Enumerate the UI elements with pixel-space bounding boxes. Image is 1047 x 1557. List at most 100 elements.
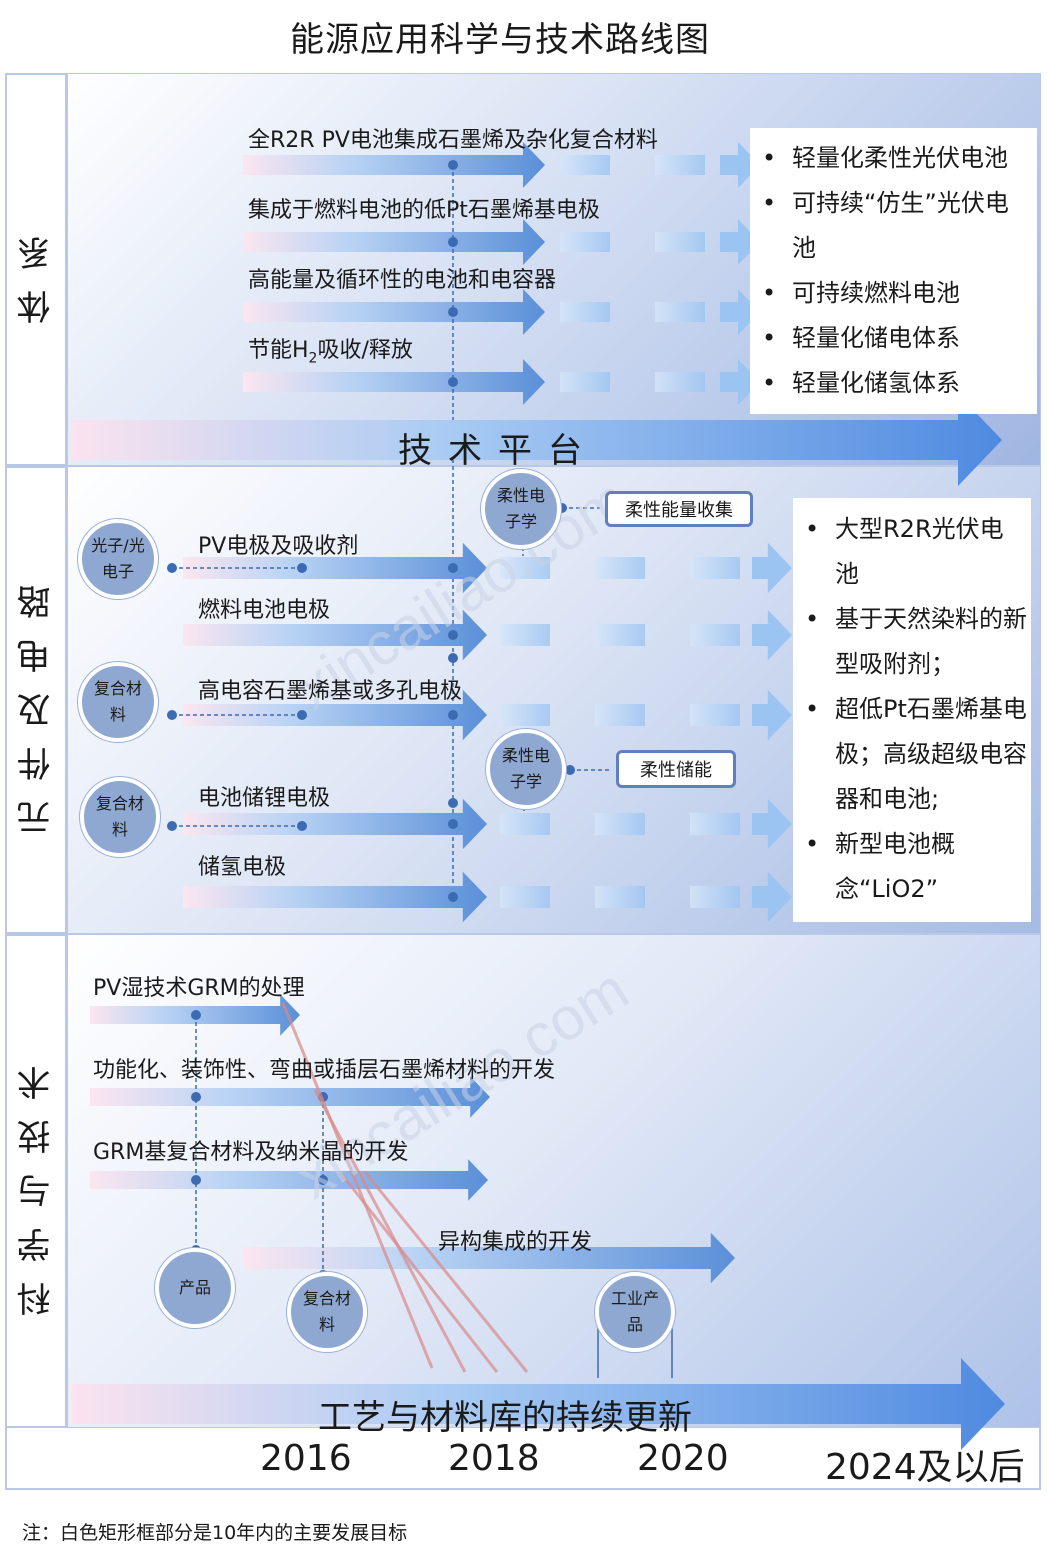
component-goals-list: 大型R2R光伏电池 基于天然染料的新型吸附剂； 超低Pt石墨烯基电极；高级超级电… xyxy=(793,507,1031,912)
circle-product: 产品 xyxy=(155,1248,235,1328)
system-row-dash xyxy=(560,302,610,322)
system-row-dash xyxy=(655,232,705,252)
system-row-dash-head xyxy=(720,142,760,188)
component-goals-box: 大型R2R光伏电池 基于天然染料的新型吸附剂； 超低Pt石墨烯基电极；高级超级电… xyxy=(793,498,1031,922)
circle-photon: 光子/光电子 xyxy=(78,519,158,599)
science-row-arrow xyxy=(90,1159,488,1201)
system-row-4-subscript: 2 xyxy=(308,350,318,367)
footnote: 注：白色矩形框部分是10年内的主要发展目标 xyxy=(22,1522,408,1544)
section-components: 元件及电路 xyxy=(5,466,67,934)
timeline-dot xyxy=(448,819,458,829)
component-row-arrow xyxy=(183,689,487,741)
component-row-1: PV电极及吸收剂 xyxy=(198,534,359,559)
circle-science-composite-label: 复合材料 xyxy=(303,1289,352,1334)
component-row-3: 高电容石墨烯基或多孔电极 xyxy=(198,679,463,704)
timeline-dot xyxy=(448,653,458,663)
timeline-dot xyxy=(448,563,458,573)
system-row-arrow xyxy=(243,359,545,405)
circle-photon-label: 光子/光电子 xyxy=(91,536,145,581)
component-row-5: 储氢电极 xyxy=(198,855,287,880)
system-row-dash-head xyxy=(720,359,760,405)
component-row-4: 电池储锂电极 xyxy=(198,786,331,811)
timeline-dot xyxy=(448,892,458,902)
circle-composite-2: 复合材料 xyxy=(80,777,160,857)
system-row-dash xyxy=(655,155,705,175)
component-row-dash xyxy=(595,886,645,908)
system-row-4-suffix: 吸收/释放 xyxy=(317,338,413,363)
circle-composite-2-label: 复合材料 xyxy=(96,794,145,839)
component-row-dash xyxy=(500,704,550,726)
year-2018: 2018 xyxy=(448,1438,540,1479)
system-row-dash xyxy=(655,302,705,322)
component-row-dash-head xyxy=(752,798,792,850)
process-label: 工艺与材料库的持续更新 xyxy=(318,1398,692,1438)
heterogeneous-arrow xyxy=(243,1232,735,1284)
circle-flex-electronics-2: 柔性电子学 xyxy=(486,729,566,809)
box-flex-energy-harvest-label: 柔性能量收集 xyxy=(625,500,733,521)
system-row-2: 集成于燃料电池的低Pt石墨烯基电极 xyxy=(248,198,600,223)
system-row-dash-head xyxy=(720,289,760,335)
system-goals-list: 轻量化柔性光伏电池 可持续“仿生”光伏电池 可持续燃料电池 轻量化储电体系 轻量… xyxy=(750,136,1037,406)
science-row-1: PV湿技术GRM的处理 xyxy=(93,976,305,1001)
component-goal-item: 超低Pt石墨烯基电极；高级超级电容器和电池; xyxy=(793,687,1027,822)
circle-composite-1: 复合材料 xyxy=(78,662,158,742)
component-row-dash xyxy=(595,704,645,726)
timeline-dot xyxy=(448,710,458,720)
component-row-arrow xyxy=(183,542,487,594)
component-goal-item: 基于天然染料的新型吸附剂； xyxy=(793,597,1027,687)
science-row-3: GRM基复合材料及纳米晶的开发 xyxy=(93,1140,409,1165)
section-science: 科学与技术 xyxy=(5,934,67,1428)
component-row-dash xyxy=(595,557,645,579)
page-title: 能源应用科学与技术路线图 xyxy=(290,20,710,60)
circle-industrial-product-label: 工业产品 xyxy=(611,1289,660,1334)
system-goal-item: 轻量化柔性光伏电池 xyxy=(750,136,1031,181)
component-row-dash xyxy=(500,557,550,579)
platform-arrow xyxy=(72,394,1002,486)
connector-dot xyxy=(167,710,177,720)
component-row-dash xyxy=(690,886,740,908)
system-row-dash xyxy=(560,232,610,252)
component-row-arrow xyxy=(183,871,487,923)
system-row-1: 全R2R PV电池集成石墨烯及杂化复合材料 xyxy=(248,128,658,153)
component-row-dash xyxy=(595,624,645,646)
component-row-dash xyxy=(690,704,740,726)
system-row-arrow xyxy=(243,219,545,265)
system-row-3: 高能量及循环性的电池和电容器 xyxy=(248,268,557,293)
circle-industrial-product: 工业产品 xyxy=(595,1272,675,1352)
timeline-dot xyxy=(448,630,458,640)
year-2016: 2016 xyxy=(260,1438,352,1479)
section-system: 体系 xyxy=(5,73,67,466)
system-row-dash xyxy=(655,372,705,392)
component-row-dash xyxy=(595,813,645,835)
component-row-dash xyxy=(690,557,740,579)
system-goals-box: 轻量化柔性光伏电池 可持续“仿生”光伏电池 可持续燃料电池 轻量化储电体系 轻量… xyxy=(750,128,1037,414)
science-row-arrow xyxy=(90,1076,490,1118)
circle-composite-1-label: 复合材料 xyxy=(94,679,143,724)
connector-dot xyxy=(297,710,307,720)
circle-flex-1-label: 柔性电子学 xyxy=(497,486,546,531)
year-2020: 2020 xyxy=(637,1438,729,1479)
system-row-arrow xyxy=(243,142,545,188)
component-row-arrow xyxy=(183,609,487,661)
system-row-arrow xyxy=(243,289,545,335)
circle-flex-2-label: 柔性电子学 xyxy=(502,746,551,791)
component-row-dash xyxy=(500,886,550,908)
circle-flex-electronics-1: 柔性电子学 xyxy=(481,469,561,549)
connector-dot xyxy=(565,765,575,775)
connector-dot xyxy=(167,821,177,831)
red-trend-line xyxy=(281,1002,434,1369)
box-flex-storage: 柔性储能 xyxy=(616,750,736,788)
red-trend-line xyxy=(313,1089,467,1373)
component-row-dash xyxy=(690,624,740,646)
year-2024-beyond: 2024及以后 xyxy=(825,1447,1025,1488)
system-row-4: 节能H2吸收/释放 xyxy=(248,332,413,366)
component-goal-item: 大型R2R光伏电池 xyxy=(793,507,1027,597)
box-flex-storage-label: 柔性储能 xyxy=(640,760,712,781)
system-goal-item: 轻量化储氢体系 xyxy=(750,361,1031,406)
component-goal-item: 新型电池概念“LiO2” xyxy=(793,822,1027,912)
timeline-dot xyxy=(448,798,458,808)
system-goal-item: 可持续燃料电池 xyxy=(750,271,1031,316)
process-arrow xyxy=(72,1358,1005,1450)
circle-product-label: 产品 xyxy=(178,1278,211,1297)
